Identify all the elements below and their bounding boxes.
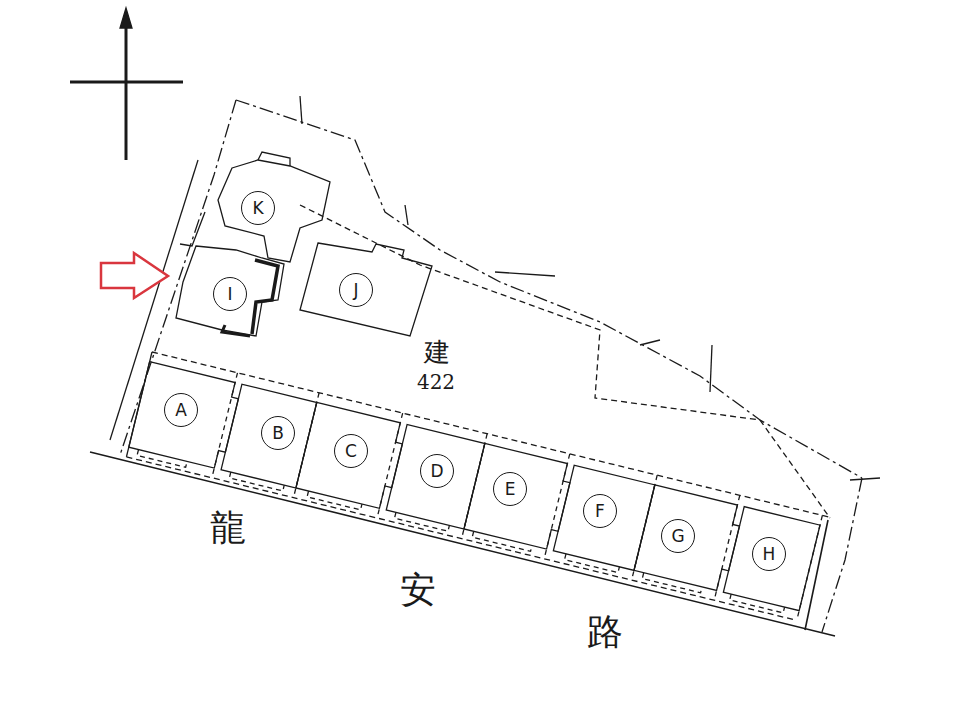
lot-letter: B [272, 425, 284, 442]
lot-circle: D [420, 454, 454, 488]
building-label: 建 [424, 339, 450, 365]
lot-letter: C [345, 443, 357, 460]
lot-circle: F [583, 494, 617, 528]
building-label: 422 [417, 372, 455, 392]
road-name: 龍 [210, 510, 246, 546]
lot-letter: A [175, 402, 187, 419]
lot-circle: I [213, 277, 247, 311]
lot-circle: C [334, 434, 368, 468]
pointer-arrow [101, 253, 168, 298]
lot-circle: B [261, 416, 295, 450]
lot-letter: H [763, 546, 776, 563]
lot-circle: K [241, 191, 275, 225]
road-name: 安 [400, 572, 436, 608]
lot-letter: F [595, 503, 605, 520]
lot-circle: G [661, 519, 695, 553]
lot-letter: J [353, 282, 358, 299]
lot-circle: H [752, 537, 786, 571]
road-name: 路 [587, 614, 623, 650]
lot-circle: A [164, 393, 198, 427]
lot-letter: E [505, 481, 516, 498]
lot-circle: J [339, 273, 373, 307]
lot-letter: D [430, 463, 443, 480]
lot-circle: E [493, 472, 527, 506]
lot-letter: I [227, 286, 232, 303]
lot-letter: G [671, 528, 684, 545]
lot-letter: K [252, 200, 263, 217]
